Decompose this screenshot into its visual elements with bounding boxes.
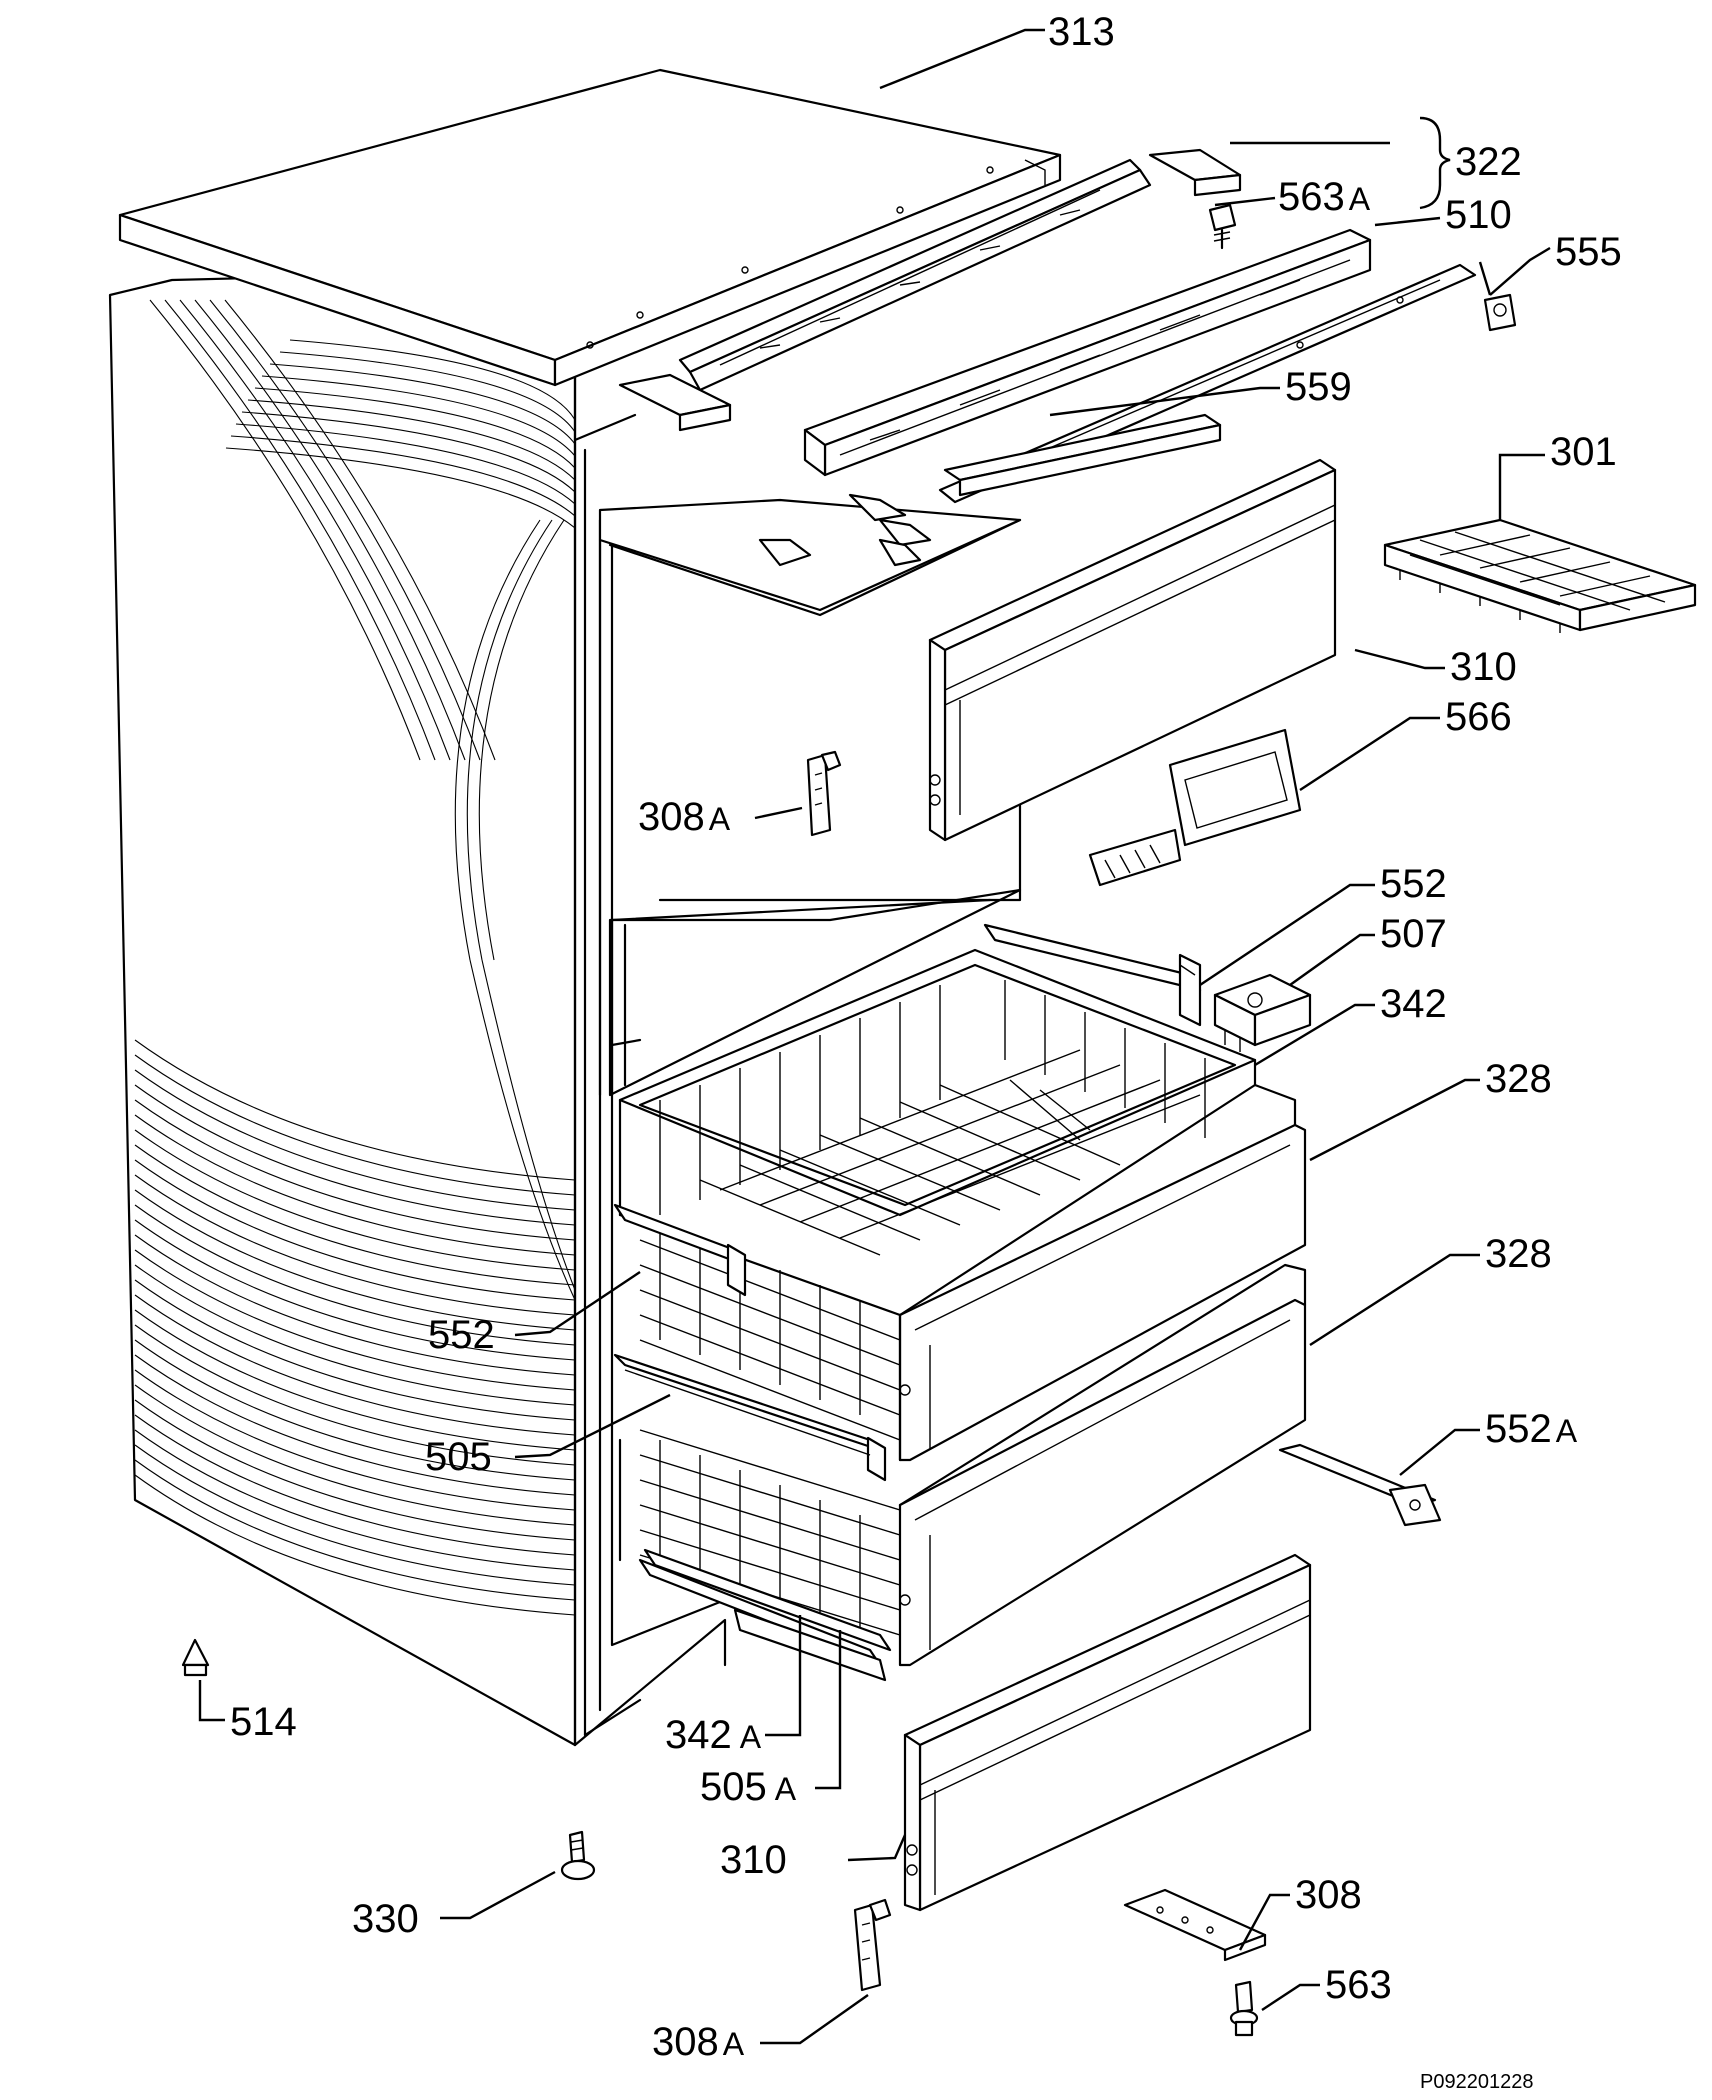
slide-552-upper <box>983 923 1202 1027</box>
label-313: 313 <box>1048 10 1115 54</box>
label-514: 514 <box>230 1700 297 1744</box>
drawing-code: P092201228 <box>1420 2071 1533 2093</box>
ice-tray-301 <box>1383 518 1697 633</box>
bracket-308a-lower <box>853 1898 892 1992</box>
front-strip-510 <box>803 228 1372 477</box>
label-310-upper: 310 <box>1450 645 1517 689</box>
screw-563 <box>1229 1980 1259 2037</box>
cabinet-body <box>108 268 1022 1747</box>
label-308: 308 <box>1295 1873 1362 1917</box>
screw-330 <box>560 1830 596 1881</box>
leader-lines <box>198 28 1551 2045</box>
label-505: 505 <box>425 1435 492 1479</box>
label-322: 322 <box>1455 140 1522 184</box>
guide-505 <box>613 1353 887 1482</box>
trim-559 <box>943 413 1222 497</box>
screw-563a <box>1208 203 1237 250</box>
slide-552-lower <box>613 1203 747 1297</box>
plate-552a <box>1278 1443 1442 1527</box>
label-563: 563 <box>1325 1963 1392 2007</box>
label-555: 555 <box>1555 230 1622 274</box>
top-cover-313 <box>118 68 1062 387</box>
label-328-upper: 328 <box>1485 1057 1552 1101</box>
label-330: 330 <box>352 1897 419 1941</box>
label-566: 566 <box>1445 695 1512 739</box>
basket-328-lower <box>618 1263 1307 1667</box>
basket-328-upper <box>618 948 1307 1462</box>
label-342: 342 <box>1380 982 1447 1026</box>
label-328-lower: 328 <box>1485 1232 1552 1276</box>
label-552-lower: 552 <box>428 1313 495 1357</box>
flap-310-upper <box>928 458 1337 842</box>
label-310-lower: 310 <box>720 1838 787 1882</box>
label-507: 507 <box>1380 912 1447 956</box>
flap-310-lower <box>903 1553 1312 1912</box>
label-552-upper: 552 <box>1380 862 1447 906</box>
clip-514 <box>181 1638 210 1677</box>
part-507 <box>1213 973 1312 1052</box>
guide-505a <box>733 1608 887 1682</box>
side-panel-hatching <box>134 299 575 1616</box>
bracket-308a-upper <box>806 750 842 837</box>
label-301: 301 <box>1550 430 1617 474</box>
label-559: 559 <box>1285 365 1352 409</box>
plate-308 <box>1123 1888 1267 1962</box>
top-rail-assembly-322 <box>618 148 1242 432</box>
handle-566 <box>1088 728 1302 887</box>
label-510: 510 <box>1445 193 1512 237</box>
